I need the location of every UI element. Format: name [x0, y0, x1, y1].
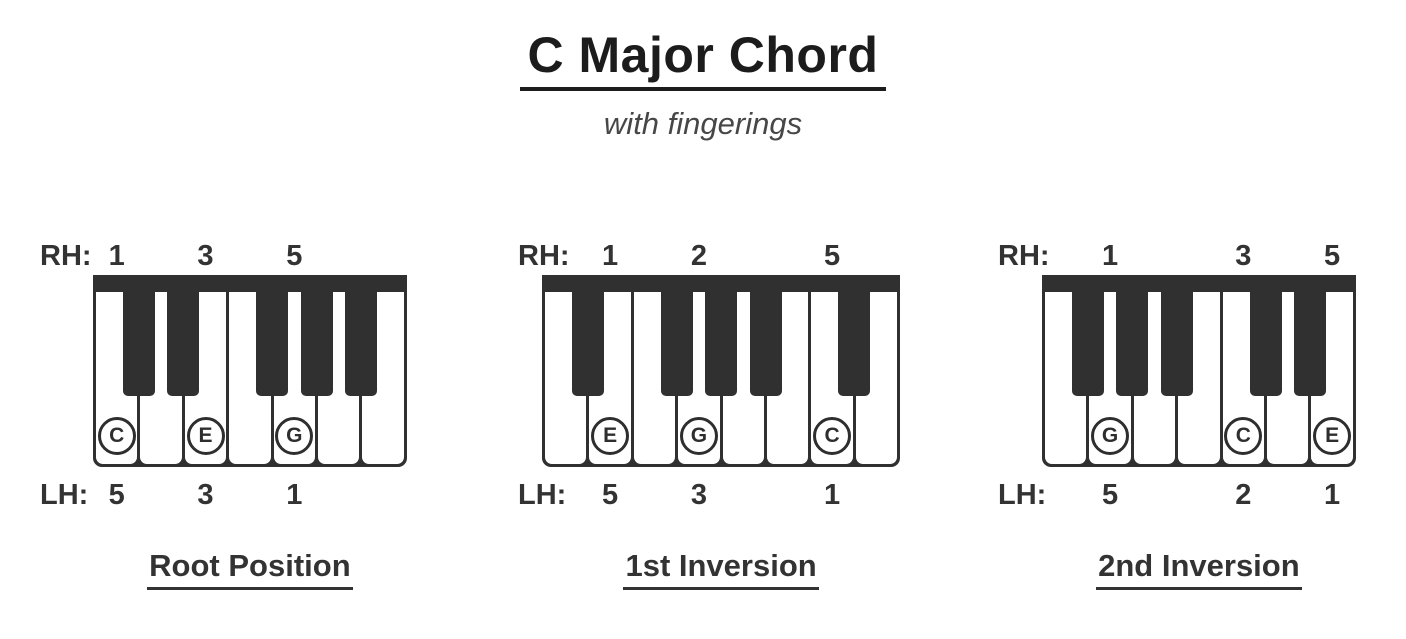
rh-finger-number: 3 [197, 240, 214, 272]
left-hand-finger-row: LH: 5 3 1 [40, 479, 407, 512]
note-circle-e: E [1313, 417, 1352, 455]
black-key [838, 290, 871, 396]
black-key [1116, 290, 1149, 396]
black-key [167, 290, 200, 396]
rh-finger-number: 1 [1102, 240, 1119, 272]
left-hand-label: LH: [40, 479, 89, 511]
diagram-caption-wrap: 1st Inversion [542, 548, 900, 590]
lh-finger-number: 3 [197, 479, 214, 511]
left-hand-finger-row: LH: 5 2 1 [998, 479, 1356, 512]
keyboard-top-rail [542, 275, 901, 292]
black-key [660, 290, 693, 396]
lh-finger-number: 1 [824, 479, 841, 511]
rh-finger-number: 2 [690, 240, 707, 272]
rh-finger-number: 5 [824, 240, 841, 272]
black-key [749, 290, 782, 396]
left-hand-label: LH: [518, 479, 567, 511]
keyboard-top-rail [93, 275, 407, 292]
page-subtitle: with fingerings [603, 106, 803, 141]
keyboard-top-rail [1042, 275, 1356, 292]
chord-diagram-1st-inversion: RH: 1 2 5 E G C LH: 5 3 1 1st Inversion [518, 240, 901, 590]
diagram-caption-wrap: 2nd Inversion [1042, 548, 1356, 590]
rh-finger-number: 5 [286, 240, 303, 272]
note-circle-e: E [591, 417, 630, 455]
lh-finger-number: 5 [1102, 479, 1119, 511]
black-key [122, 290, 155, 396]
rh-finger-number: 1 [602, 240, 619, 272]
chord-diagram-root-position: RH: 1 3 5 C E G LH: 5 3 1 Root Position [40, 240, 407, 590]
black-key [1249, 290, 1282, 396]
note-circle-c: C [97, 417, 136, 455]
lh-finger-number: 5 [108, 479, 125, 511]
right-hand-label: RH: [40, 240, 92, 272]
diagram-caption: 1st Inversion [623, 548, 819, 590]
chart-header: C Major Chord with fingerings [0, 0, 1406, 142]
left-hand-label: LH: [998, 479, 1047, 511]
black-key [300, 290, 333, 396]
black-key [1160, 290, 1193, 396]
page-title: C Major Chord [519, 26, 887, 91]
rh-finger-number: 5 [1324, 240, 1341, 272]
lh-finger-number: 1 [286, 479, 303, 511]
black-key [571, 290, 604, 396]
note-circle-g: G [275, 417, 314, 455]
right-hand-label: RH: [518, 240, 570, 272]
rh-finger-number: 3 [1235, 240, 1252, 272]
right-hand-finger-row: RH: 1 2 5 [518, 240, 900, 273]
note-circle-e: E [186, 417, 225, 455]
note-circle-c: C [813, 417, 852, 455]
black-key [1293, 290, 1326, 396]
chord-diagram-2nd-inversion: RH: 1 3 5 G C E LH: 5 2 1 2nd Inversion [998, 240, 1356, 590]
note-circle-c: C [1224, 417, 1263, 455]
left-hand-finger-row: LH: 5 3 1 [518, 479, 900, 512]
diagram-caption-wrap: Root Position [93, 548, 407, 590]
diagram-caption: Root Position [147, 548, 353, 590]
black-key [705, 290, 738, 396]
rh-finger-number: 1 [108, 240, 125, 272]
note-circle-g: G [679, 417, 718, 455]
lh-finger-number: 1 [1324, 479, 1341, 511]
black-key [1071, 290, 1104, 396]
lh-finger-number: 5 [602, 479, 619, 511]
black-key [344, 290, 377, 396]
black-key [256, 290, 289, 396]
right-hand-label: RH: [998, 240, 1050, 272]
lh-finger-number: 2 [1235, 479, 1252, 511]
right-hand-finger-row: RH: 1 3 5 [40, 240, 407, 273]
right-hand-finger-row: RH: 1 3 5 [998, 240, 1356, 273]
diagram-caption: 2nd Inversion [1096, 548, 1302, 590]
lh-finger-number: 3 [690, 479, 707, 511]
note-circle-g: G [1091, 417, 1130, 455]
